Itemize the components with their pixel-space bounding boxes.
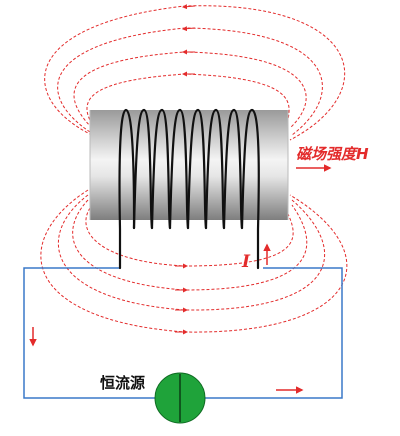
- current-direction-arrows: [29, 243, 304, 394]
- field-strength-label: 磁场强度H: [296, 145, 369, 163]
- current-label: I: [242, 252, 250, 272]
- circuit-wire: [23, 267, 343, 399]
- field-direction-arrows: [175, 4, 196, 335]
- power-source-symbol: [154, 372, 206, 424]
- power-source-label: 恒流源: [100, 374, 146, 392]
- solenoid-coil: [118, 108, 260, 270]
